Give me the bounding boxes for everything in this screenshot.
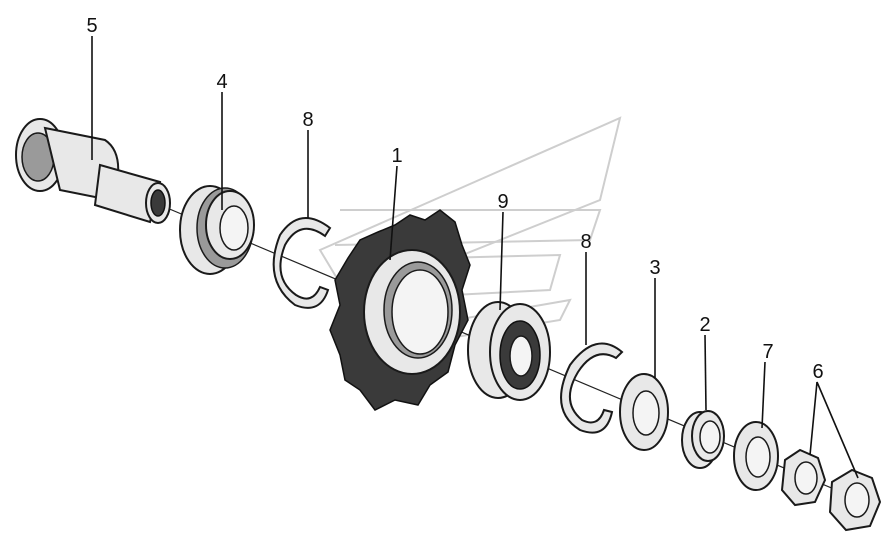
callout-2: 2 xyxy=(699,314,710,336)
axle-shaft-part-5 xyxy=(15,118,171,224)
bearing-part-9 xyxy=(467,301,551,401)
callout-3: 3 xyxy=(649,257,660,279)
sprocket-part-1 xyxy=(329,209,471,411)
hex-nut-part-6-second xyxy=(828,468,882,532)
snap-ring-part-8-right xyxy=(560,342,624,434)
flat-washer-part-3 xyxy=(619,373,669,451)
callout-1: 1 xyxy=(391,145,402,167)
washer-part-7 xyxy=(733,421,779,491)
hex-nut-part-6-first xyxy=(780,448,827,507)
leader-lines xyxy=(91,36,859,479)
callout-7: 7 xyxy=(762,341,773,363)
callout-6: 6 xyxy=(812,361,823,383)
bushing-part-4 xyxy=(179,185,255,275)
callout-8-left: 8 xyxy=(302,109,313,131)
callout-9: 9 xyxy=(497,191,508,213)
callout-5: 5 xyxy=(86,15,97,37)
spacer-ring-part-2 xyxy=(681,410,725,469)
callout-4: 4 xyxy=(216,71,227,93)
callout-8-right: 8 xyxy=(580,231,591,253)
snap-ring-part-8-left xyxy=(272,217,332,309)
